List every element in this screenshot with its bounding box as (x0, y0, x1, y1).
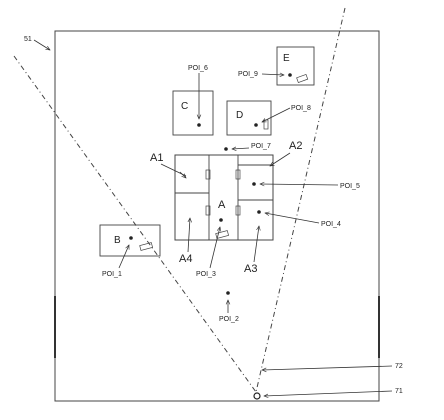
poi-2-dot (226, 291, 230, 295)
poi-1-label: POI_1 (102, 271, 122, 278)
poi-4-dot (257, 210, 261, 214)
poi-1-arrow (118, 245, 130, 269)
building-b-label: B (114, 235, 121, 246)
poi-9-dot (288, 73, 292, 77)
a4-arrow (188, 218, 190, 253)
poi-3-dot (219, 218, 223, 222)
building-c (172, 90, 214, 136)
poi-5-dot (252, 182, 256, 186)
poi-7-label: POI_7 (251, 143, 271, 150)
building-a1-label: A1 (150, 152, 163, 164)
door-icon (215, 230, 230, 239)
building-b (99, 224, 161, 257)
building-a (174, 154, 274, 241)
building-d (226, 100, 272, 136)
door-icon (235, 169, 241, 180)
door-icon (296, 73, 309, 83)
building-d-label: D (236, 110, 243, 121)
ref-71-arrow (264, 390, 393, 396)
right-side-bar (378, 296, 380, 358)
page-border (54, 30, 380, 402)
door-icon (139, 242, 154, 251)
a3-arrow (253, 226, 259, 263)
building-e-label: E (283, 53, 290, 64)
poi-6-label: POI_6 (188, 65, 208, 72)
ref-72-arrow (262, 365, 393, 370)
door-icon (235, 205, 241, 216)
poi-1-dot (129, 236, 133, 240)
poi-8-label: POI_8 (291, 105, 311, 112)
building-a4-label: A4 (179, 253, 192, 265)
door-icon (205, 169, 211, 180)
poi-9-label: POI_9 (238, 71, 258, 78)
building-a-label: A (218, 199, 226, 211)
left-side-bar (54, 296, 56, 358)
poi-8-arrow (262, 107, 291, 123)
poi-7-dot (224, 147, 228, 151)
poi-5-label: POI_5 (340, 183, 360, 190)
poi-2-label: POI_2 (219, 316, 239, 323)
poi-7-arrow (232, 148, 250, 149)
building-c-label: C (181, 101, 188, 112)
poi-4-label: POI_4 (321, 221, 341, 228)
ref-72-label: 72 (395, 363, 403, 370)
poi-8-dot (254, 123, 258, 127)
poi-9-arrow (261, 74, 284, 75)
door-icon (263, 119, 269, 130)
door-icon (205, 205, 211, 216)
poi-6-dot (197, 123, 201, 127)
ref-71-label: 71 (395, 388, 403, 395)
poi-3-arrow (209, 227, 220, 269)
view-boundary-right (255, 7, 346, 393)
ref-51-label: 51 (24, 36, 32, 43)
a1-inner-arrow (179, 171, 186, 178)
poi-3-label: POI_3 (196, 271, 216, 278)
poi-5-arrow (260, 184, 339, 185)
ref-51-arrow (33, 39, 50, 50)
building-e (276, 46, 315, 86)
a2-arrow (270, 152, 291, 166)
building-a2-label: A2 (289, 140, 302, 152)
viewpoint-marker (253, 392, 261, 400)
building-a3-label: A3 (244, 263, 257, 275)
poi-4-arrow (265, 213, 320, 224)
view-boundary-left (13, 55, 257, 393)
